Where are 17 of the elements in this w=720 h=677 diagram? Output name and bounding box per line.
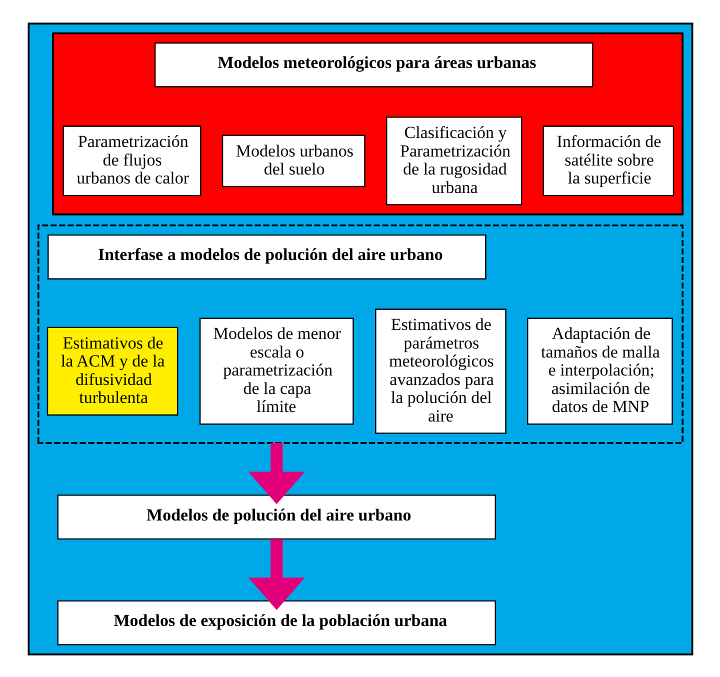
node-box: Adaptación de tamaños de malla e interpolación; asimilación de datos de MNP — [526, 317, 672, 424]
node-box: Modelos de exposición de la población urbana — [56, 600, 496, 645]
node-box: Modelos urbanos del suelo — [221, 134, 365, 187]
node-box: Información de satélite sobre la superficie — [542, 125, 674, 196]
node-box: Modelos de menor escala o parametrización de la capa límite — [198, 317, 354, 424]
node-box: Interfase a modelos de polución del aire urbano — [47, 234, 486, 279]
node-box: Parametrización de flujos urbanos de calor — [62, 125, 201, 196]
cluster — [36, 224, 684, 444]
arrow — [248, 538, 304, 610]
node-box: Clasificación y Parametrización de la rugosidad urbana — [386, 116, 522, 205]
arrow — [248, 442, 304, 504]
node-box: Modelos meteorológicos para áreas urbanas — [154, 42, 593, 87]
cluster — [27, 22, 693, 655]
node-box: Modelos de polución del aire urbano — [56, 494, 496, 540]
cluster — [52, 32, 684, 215]
node-box: Estimativos de la ACM y de la difusividad turbulenta — [46, 326, 178, 416]
node-box: Estimativos de parámetros meteorológicos avanzados para la polución del aire — [374, 308, 506, 434]
